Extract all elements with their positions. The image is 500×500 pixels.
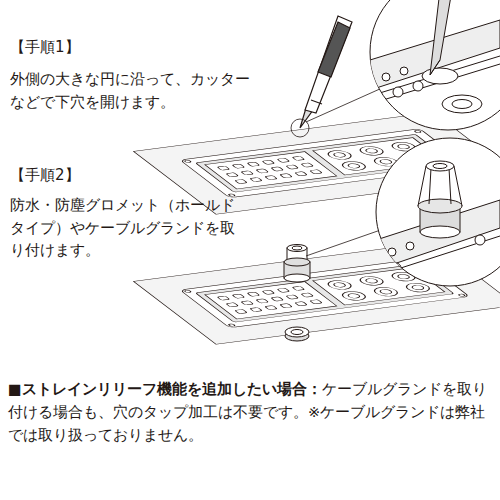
step-heading: 【手順2】	[10, 164, 210, 187]
note-block: ■ストレインリリーフ機能を追加したい場合：ケーブルグランドを取り付ける場合も、穴…	[8, 378, 492, 448]
zoom-detail	[370, 0, 500, 130]
step-text: 防水・防塵グロメット（ホールドタイプ）やケーブルグランドを取り付けます。	[10, 194, 246, 262]
lock-nut	[285, 327, 309, 341]
step-text: 外側の大きな円に沿って、カッターなどで下穴を開けます。	[10, 68, 258, 113]
cutter-knife	[291, 16, 352, 137]
zoom-detail	[376, 138, 500, 286]
cable-gland	[284, 245, 310, 283]
note-heading: ■ストレインリリーフ機能を追加したい場合：	[8, 381, 322, 397]
step-heading: 【手順1】	[10, 36, 210, 59]
leader-line	[306, 88, 382, 122]
